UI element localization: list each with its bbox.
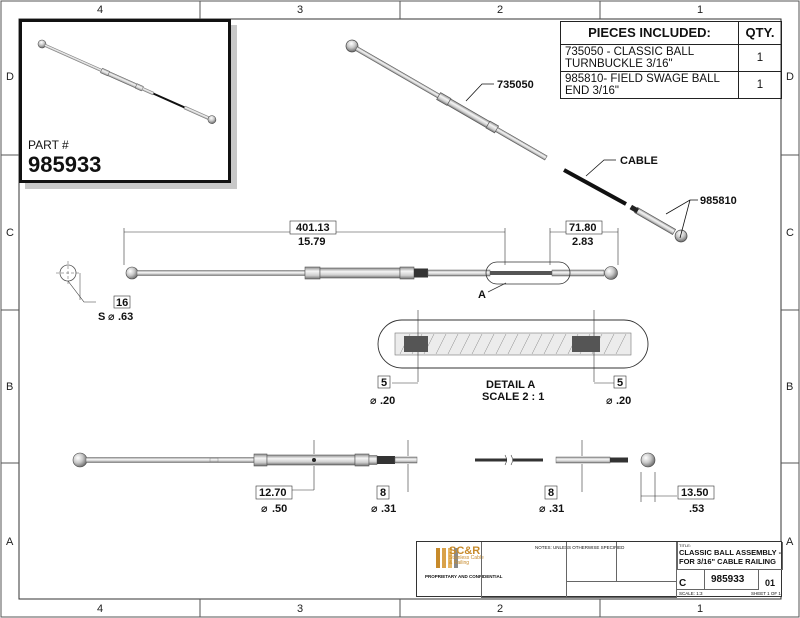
callout-985810: 985810 [700,195,737,207]
qty-header: QTY. [738,21,782,45]
proprietary-label: PROPRIETARY AND CONFIDENTIAL [425,574,503,579]
zone-right-a: A [786,536,794,548]
zone-right-d: D [786,71,794,83]
leader-735050 [465,83,494,102]
detail-scale: SCALE 2 : 1 [482,391,544,403]
part-inset: PART # 985933 [19,19,231,183]
zone-left-b: B [6,381,13,393]
title-cell [677,542,783,570]
callout-735050: 735050 [497,79,534,91]
piece-description: 735050 - CLASSIC BALL TURNBUCKLE 3/16" [560,44,739,72]
logo-subtitle: Stainless Cable & Railing [449,555,484,566]
part-number-label: PART # [28,138,69,152]
drawing-size: C [679,578,687,589]
detail-right-dia: ⌀ [606,395,613,407]
detail-a-view [377,310,649,389]
zone-left-a: A [6,536,14,548]
leader-cable [585,159,616,177]
zone-top-2: 2 [497,4,503,16]
pieces-header-row: PIECES INCLUDED: QTY. [560,21,782,45]
dim-overall-mm: 401.13 [296,222,330,234]
zone-bottom-1: 1 [697,603,703,615]
zone-right-c: C [786,227,794,239]
zone-bottom-3: 3 [297,603,303,615]
notes-header: NOTES: UNLESS OTHERWISE SPECIFIED [535,545,625,550]
top-view-assembly [56,220,619,309]
zone-left-c: C [6,227,14,239]
piece-qty: 1 [738,71,782,99]
dim-stud-left-in: .31 [381,503,396,515]
drawing-sheet-number: SHEET 1 OF 1 [751,591,781,596]
part-number: 985933 [28,152,102,177]
detail-right-mm: 5 [617,377,623,389]
size-cell [677,570,705,590]
dim-ball-dia-symbol: ⌀ [108,311,115,323]
detail-marker: A [478,289,486,301]
bottom-view-assembly [72,440,715,502]
drawing-scale: SCALE: 1:3 [679,591,703,596]
dim-turnbuckle-in: .50 [272,503,287,515]
table-row: 735050 - CLASSIC BALL TURNBUCKLE 3/16" 1 [560,44,782,72]
iso-cable [563,168,627,206]
title-label: TITLE: [679,543,692,548]
isometric-assembly [345,39,698,243]
drawing-revision: 01 [765,578,776,588]
inset-assembly-image [37,39,217,124]
piece-description: 985810- FIELD SWAGE BALL END 3/16" [560,71,739,99]
detail-left-dia: ⌀ [370,395,377,407]
dim-end-in: 2.83 [572,236,593,248]
detail-a-outline [485,261,571,285]
zone-top-3: 3 [297,4,303,16]
piece-qty: 1 [738,44,782,72]
detail-left-mm: 5 [381,377,387,389]
dim-overall-in: 15.79 [298,236,326,248]
zone-bottom-4: 4 [97,603,103,615]
zone-left-d: D [6,71,14,83]
drawing-title: CLASSIC BALL ASSEMBLY - FOR 3/16" CABLE … [679,548,782,566]
dim-ball-end-mm: 13.50 [681,487,709,499]
detail-title: DETAIL A [486,379,535,391]
dim-ball-mm: 16 [116,297,128,309]
zone-top-4: 4 [97,4,103,16]
dwg-cell [705,570,759,590]
detail-left-in: .20 [380,395,395,407]
comments-cell [567,582,677,598]
zone-bottom-2: 2 [497,603,503,615]
approval-cell [617,542,677,582]
company-logo [436,548,458,568]
dim-ball-end-in: .53 [689,503,704,515]
dim-end-mm: 71.80 [569,222,597,234]
notes-cell [481,542,567,598]
pieces-header: PIECES INCLUDED: [560,21,739,45]
dim-turnbuckle-dia: ⌀ [261,503,268,515]
dim-turnbuckle-mm: 12.70 [259,487,287,499]
detail-right-in: .20 [616,395,631,407]
dim-ball-in: .63 [118,311,133,323]
dim-ball-prefix: S [98,311,105,323]
drawing-number: 985933 [711,574,745,585]
dim-stud-right-dia: ⌀ [539,503,546,515]
dim-stud-left-mm: 8 [380,487,386,499]
tolerance-cell [567,542,617,582]
table-row: 985810- FIELD SWAGE BALL END 3/16" 1 [560,71,782,99]
pieces-included-table: PIECES INCLUDED: QTY. 735050 - CLASSIC B… [560,21,782,99]
dim-stud-right-mm: 8 [548,487,554,499]
callout-cable: CABLE [620,155,658,167]
leader-985810 [665,199,698,215]
logo-text: SC&R [449,545,481,557]
dim-stud-left-dia: ⌀ [371,503,378,515]
zone-right-b: B [786,381,793,393]
title-block: SC&R Stainless Cable & Railing PROPRIETA… [416,541,783,598]
zone-top-1: 1 [697,4,703,16]
dim-stud-right-in: .31 [549,503,564,515]
